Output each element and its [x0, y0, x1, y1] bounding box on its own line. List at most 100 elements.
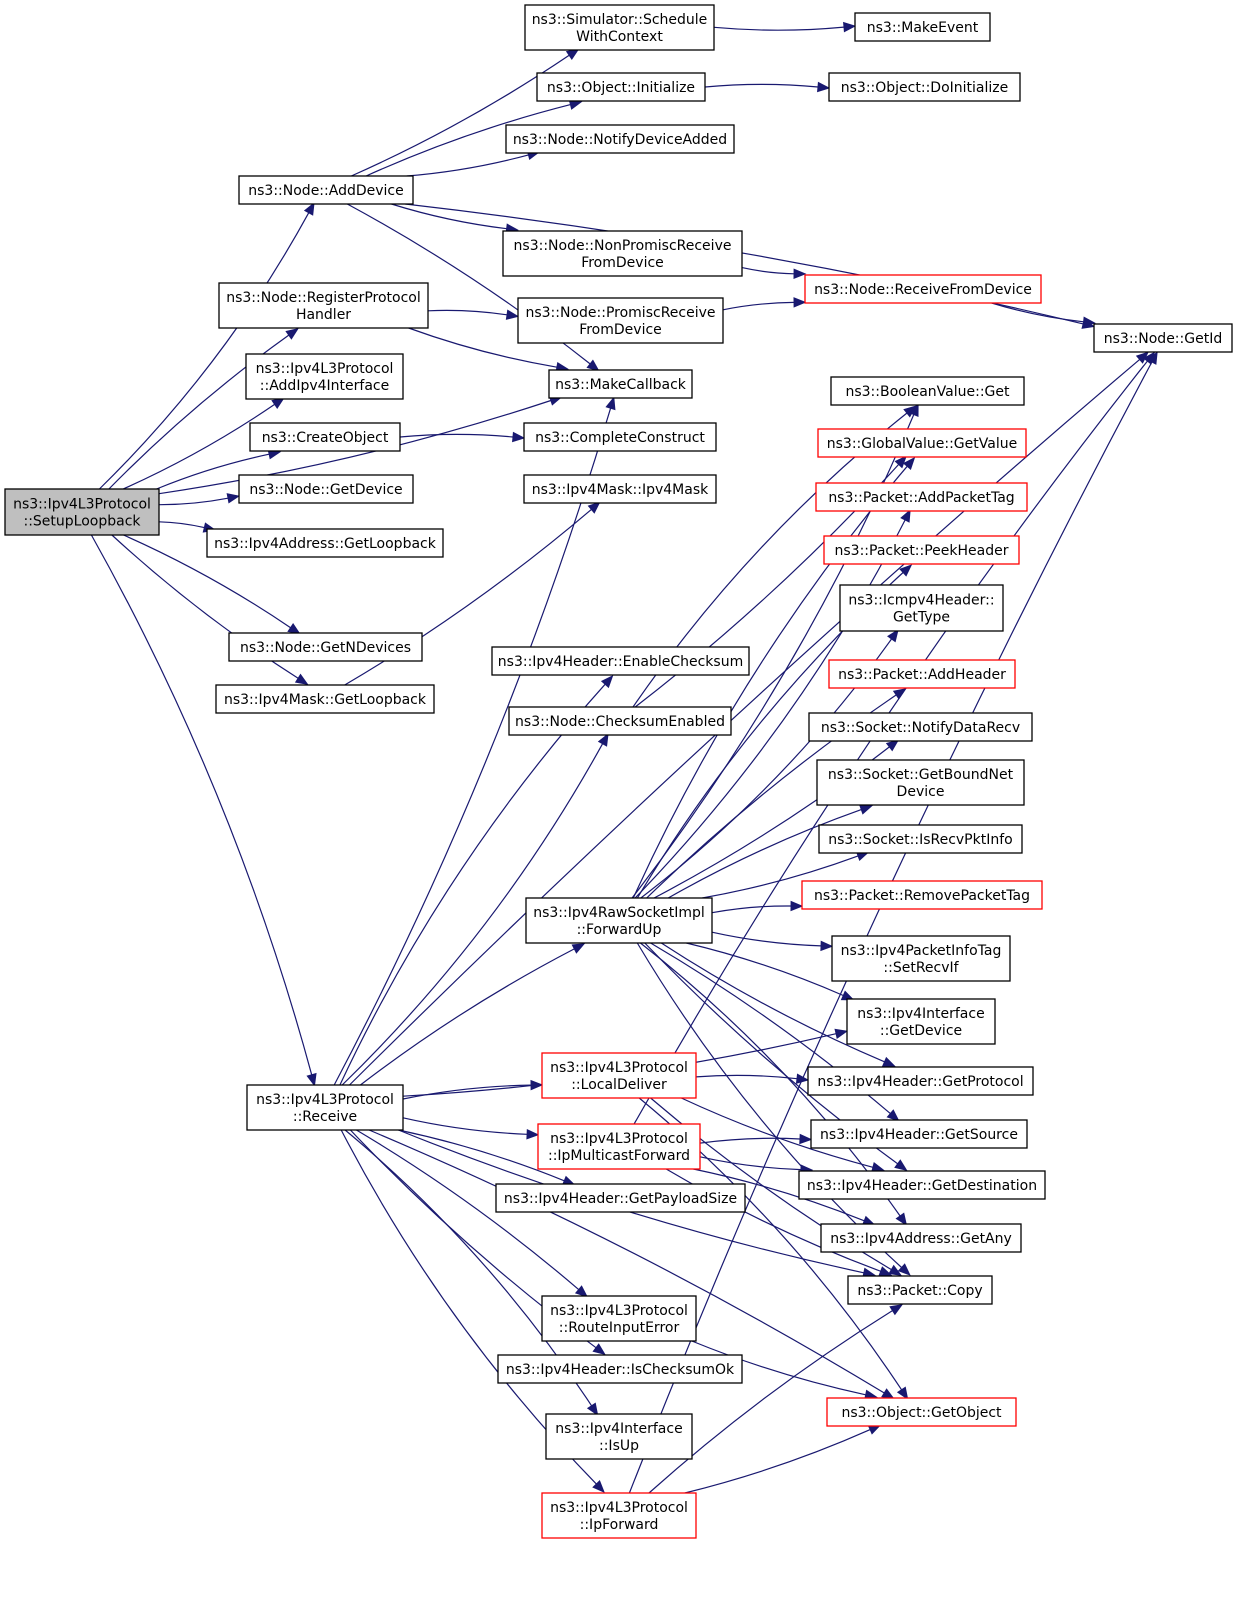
arrowhead: [895, 1212, 908, 1227]
node-getPayloadSize[interactable]: ns3::Ipv4Header::GetPayloadSize: [495, 1183, 746, 1213]
edge-root-to-registerProtocol: [108, 328, 299, 490]
node-createObject[interactable]: ns3::CreateObject: [249, 422, 401, 452]
edge-line: [636, 942, 903, 1268]
node-label-line: ::SetupLoopback: [23, 514, 141, 530]
node-box: [541, 1492, 697, 1539]
node-checksumEnabled[interactable]: ns3::Node::ChecksumEnabled: [508, 706, 732, 736]
node-getSource[interactable]: ns3::Ipv4Header::GetSource: [810, 1119, 1028, 1149]
node-doInitialize[interactable]: ns3::Object::DoInitialize: [828, 72, 1021, 102]
edge-root-to-maskLoopback: [111, 534, 309, 685]
edge-line: [368, 1129, 885, 1394]
edge-line: [741, 267, 795, 275]
arrowhead: [226, 493, 241, 504]
node-label-line: Handler: [296, 307, 351, 323]
edge-receive-to-ipMulticastForward: [402, 1117, 540, 1140]
arrowhead: [897, 1263, 911, 1276]
edge-line: [408, 327, 558, 368]
edge-line: [695, 1074, 798, 1080]
node-getId[interactable]: ns3::Node::GetId: [1093, 323, 1233, 353]
node-label-line: ns3::Ipv4Address::GetLoopback: [214, 536, 437, 552]
node-ipv4MaskCtor[interactable]: ns3::Ipv4Mask::Ipv4Mask: [523, 474, 717, 504]
node-isChecksumOk[interactable]: ns3::Ipv4Header::IsChecksumOk: [497, 1354, 743, 1384]
node-notifyDataRecv[interactable]: ns3::Socket::NotifyDataRecv: [808, 712, 1033, 742]
node-label-line: ns3::Packet::PeekHeader: [835, 543, 1009, 559]
node-box: [497, 1354, 743, 1384]
node-addDevice[interactable]: ns3::Node::AddDevice: [238, 175, 414, 205]
node-box: [828, 659, 1016, 689]
edge-line: [111, 534, 299, 679]
node-peekHeader[interactable]: ns3::Packet::PeekHeader: [823, 535, 1020, 565]
node-label-line: ns3::Ipv4L3Protocol: [256, 1092, 394, 1108]
edge-line: [402, 1117, 528, 1135]
edge-registerProtocol-to-promisc: [427, 309, 520, 320]
node-isRecvPktInfo[interactable]: ns3::Socket::IsRecvPktInfo: [818, 824, 1023, 854]
node-notifyDeviceAdded[interactable]: ns3::Node::NotifyDeviceAdded: [505, 124, 735, 154]
node-isUp[interactable]: ns3::Ipv4Interface::IsUp: [545, 1413, 693, 1460]
edge-forwardUp-to-setRecvIf: [711, 931, 834, 952]
edge-line: [427, 309, 508, 316]
node-addPacketTag[interactable]: ns3::Packet::AddPacketTag: [815, 482, 1028, 512]
edge-ipForward-to-getId: [628, 351, 1158, 1494]
node-root[interactable]: ns3::Ipv4L3Protocol::SetupLoopback: [4, 488, 160, 536]
node-setRecvIf[interactable]: ns3::Ipv4PacketInfoTag::SetRecvIf: [831, 935, 1011, 982]
node-label-line: ::IsUp: [599, 1438, 639, 1454]
edge-line: [158, 497, 229, 506]
node-addIpv4Interface[interactable]: ns3::Ipv4L3Protocol::AddIpv4Interface: [245, 353, 404, 400]
node-forwardUp[interactable]: ns3::Ipv4RawSocketImpl::ForwardUp: [525, 897, 713, 944]
arrowhead: [859, 804, 873, 815]
node-completeConstruct[interactable]: ns3::CompleteConstruct: [523, 422, 717, 452]
node-ipv4AddrLoopback[interactable]: ns3::Ipv4Address::GetLoopback: [206, 528, 444, 558]
node-receive[interactable]: ns3::Ipv4L3Protocol::Receive: [246, 1084, 404, 1131]
edge-line: [344, 508, 592, 686]
node-localDeliver[interactable]: ns3::Ipv4L3Protocol::LocalDeliver: [541, 1052, 697, 1099]
node-getNDevices[interactable]: ns3::Node::GetNDevices: [228, 632, 423, 662]
edge-line: [628, 361, 1153, 1494]
node-routeInputError[interactable]: ns3::Ipv4L3Protocol::RouteInputError: [541, 1295, 697, 1342]
node-box: [1093, 323, 1233, 353]
node-enableChecksum[interactable]: ns3::Ipv4Header::EnableChecksum: [491, 646, 750, 676]
node-getObject[interactable]: ns3::Object::GetObject: [826, 1397, 1017, 1427]
node-booleanGet[interactable]: ns3::BooleanValue::Get: [830, 376, 1025, 406]
node-maskLoopback[interactable]: ns3::Ipv4Mask::GetLoopback: [215, 684, 435, 714]
node-label-line: ns3::Ipv4Interface: [857, 1006, 984, 1022]
node-ipForward[interactable]: ns3::Ipv4L3Protocol::IpForward: [541, 1492, 697, 1539]
node-makeEvent[interactable]: ns3::MakeEvent: [854, 12, 991, 42]
node-box: [228, 632, 423, 662]
node-addHeader[interactable]: ns3::Packet::AddHeader: [828, 659, 1016, 689]
node-initialize[interactable]: ns3::Object::Initialize: [536, 72, 706, 102]
node-makeCallback[interactable]: ns3::MakeCallback: [548, 369, 693, 399]
node-label-line: ns3::Ipv4RawSocketImpl: [533, 905, 705, 921]
node-removePacketTag[interactable]: ns3::Packet::RemovePacketTag: [801, 880, 1043, 910]
node-getDestination[interactable]: ns3::Ipv4Header::GetDestination: [798, 1170, 1046, 1200]
node-ipMulticastForward[interactable]: ns3::Ipv4L3Protocol::IpMulticastForward: [537, 1123, 701, 1170]
node-receiveFromDevice[interactable]: ns3::Node::ReceiveFromDevice: [804, 274, 1042, 304]
edge-receive-to-checksumEnabled: [341, 732, 609, 1086]
edge-forwardUp-to-getProtocol: [660, 942, 896, 1067]
arrowhead: [894, 1159, 908, 1172]
arrowhead: [799, 1133, 813, 1145]
edge-line: [699, 1156, 801, 1171]
edge-line: [711, 905, 792, 914]
node-label-line: ns3::Ipv4L3Protocol: [550, 1131, 688, 1147]
node-box: [854, 12, 991, 42]
node-globalGetValue[interactable]: ns3::GlobalValue::GetValue: [817, 428, 1027, 458]
arrowhead: [902, 456, 916, 471]
node-getProtocol[interactable]: ns3::Ipv4Header::GetProtocol: [807, 1066, 1034, 1096]
node-icmpGetType[interactable]: ns3::Icmpv4Header::GetType: [839, 584, 1004, 632]
node-label-line: ns3::Node::NotifyDeviceAdded: [513, 132, 727, 148]
node-box: [246, 1084, 404, 1131]
edge-forwardUp-to-globalGetValue: [632, 456, 916, 899]
node-ifaceGetDevice[interactable]: ns3::Ipv4Interface::GetDevice: [846, 998, 996, 1045]
arrowhead: [885, 739, 900, 752]
node-getDevice[interactable]: ns3::Node::GetDevice: [238, 474, 414, 504]
node-getAny[interactable]: ns3::Ipv4Address::GetAny: [820, 1223, 1022, 1253]
node-label-line: ns3::Ipv4Header::GetDestination: [807, 1178, 1037, 1194]
node-packetCopy[interactable]: ns3::Packet::Copy: [847, 1275, 993, 1305]
node-label-line: ::IpMulticastForward: [548, 1148, 690, 1164]
